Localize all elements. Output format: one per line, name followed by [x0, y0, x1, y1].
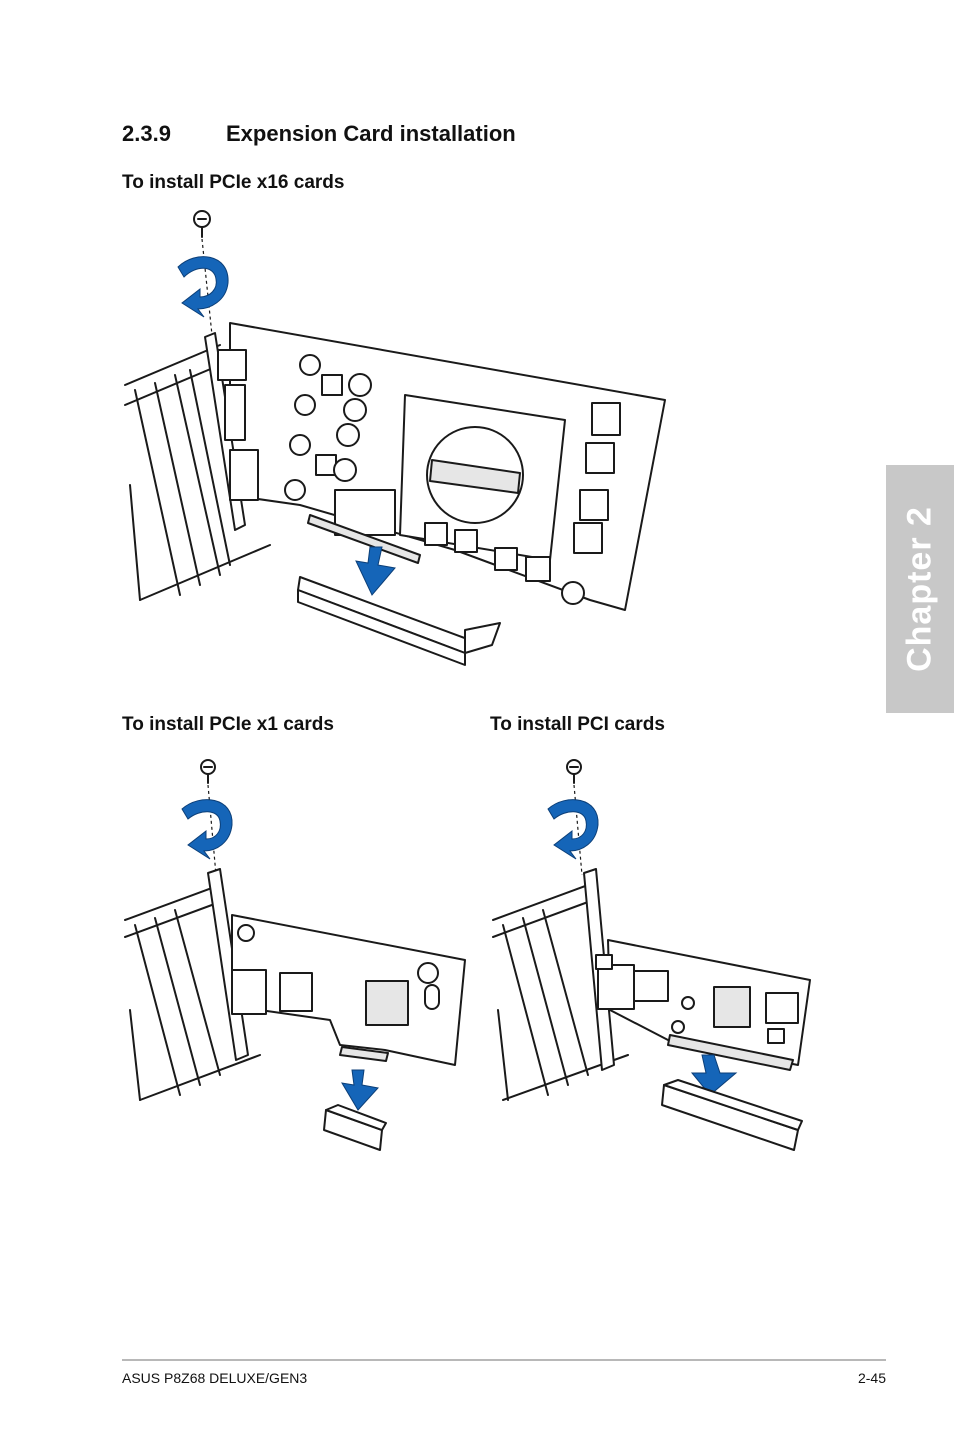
graphics-card	[204, 322, 666, 611]
chapter-label: Chapter 2	[900, 506, 939, 672]
rotate-arrow-icon	[177, 256, 229, 318]
footer-page-number: 2-45	[857, 1370, 886, 1386]
section-number: 2.3.9	[122, 121, 171, 146]
pci-slot	[661, 1079, 803, 1151]
pcie-x16-slot	[297, 576, 501, 666]
footer-product: ASUS P8Z68 DELUXE/GEN3	[122, 1370, 308, 1386]
pci-card	[583, 868, 811, 1071]
footer-divider	[122, 1359, 886, 1361]
insert-arrow-icon	[690, 1054, 738, 1096]
screw-icon	[566, 759, 582, 784]
chassis-slots	[124, 344, 271, 601]
pci-caption: To install PCI cards	[490, 714, 665, 735]
pci-illustration	[492, 759, 811, 1151]
insert-arrow-icon	[355, 546, 396, 596]
chassis-slots	[124, 884, 261, 1101]
rotate-arrow-icon	[547, 799, 599, 860]
chapter-tab: Chapter 2	[886, 465, 954, 713]
section-title: Expension Card installation	[226, 121, 516, 146]
pcie-x16-illustration	[124, 210, 666, 666]
pcie-x1-illustration	[124, 759, 466, 1151]
screw-icon	[193, 210, 211, 238]
chassis-slots	[492, 884, 629, 1101]
pcie-x1-slot	[323, 1104, 387, 1151]
insert-arrow-icon	[341, 1069, 379, 1111]
pcie-x1-card	[207, 868, 466, 1066]
pcie-x16-caption: To install PCIe x16 cards	[122, 172, 345, 193]
screw-icon	[200, 759, 216, 784]
pcie-x1-caption: To install PCIe x1 cards	[122, 714, 334, 735]
rotate-arrow-icon	[181, 799, 233, 860]
